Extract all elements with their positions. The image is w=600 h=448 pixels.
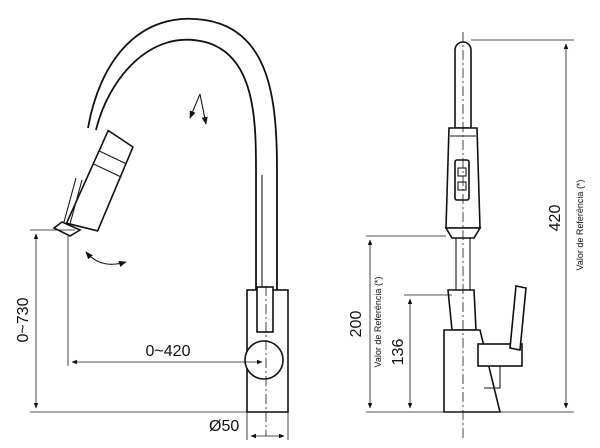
dimension-base-diameter-label: Ø50 bbox=[209, 418, 239, 435]
spray-head bbox=[52, 129, 134, 237]
dimension-total-height: 420 Valor de Referência (*) bbox=[471, 39, 585, 413]
dimension-lever-height-label: 136 bbox=[390, 339, 407, 366]
spray-mode-buttons bbox=[454, 159, 470, 201]
side-view: 420 Valor de Referência (*) 200 Valor de… bbox=[348, 32, 585, 440]
reference-note-body: Valor de Referência (*) bbox=[373, 277, 383, 368]
front-view: 0~730 0~420 Ø50 bbox=[15, 17, 289, 440]
dimension-reach-range-label: 0~420 bbox=[146, 343, 191, 360]
dimension-height-range: 0~730 bbox=[15, 229, 247, 413]
faucet-body bbox=[244, 286, 289, 413]
dimension-total-height-label: 420 bbox=[547, 205, 564, 232]
swivel-arrow-icon bbox=[189, 93, 208, 125]
dimension-base-diameter: Ø50 bbox=[209, 412, 289, 440]
dimension-body-height-label: 200 bbox=[348, 311, 365, 338]
dimension-height-range-label: 0~730 bbox=[15, 297, 32, 342]
reference-note-total: Valor de Referência (*) bbox=[575, 180, 585, 271]
side-body bbox=[443, 285, 527, 413]
rotate-arrow-icon bbox=[85, 251, 127, 267]
dimension-reach-range: 0~420 bbox=[67, 236, 263, 366]
dimension-lever-height: 136 bbox=[390, 294, 452, 409]
dimension-body-height: 200 Valor de Referência (*) bbox=[348, 235, 446, 413]
gooseneck-spout bbox=[87, 17, 278, 290]
